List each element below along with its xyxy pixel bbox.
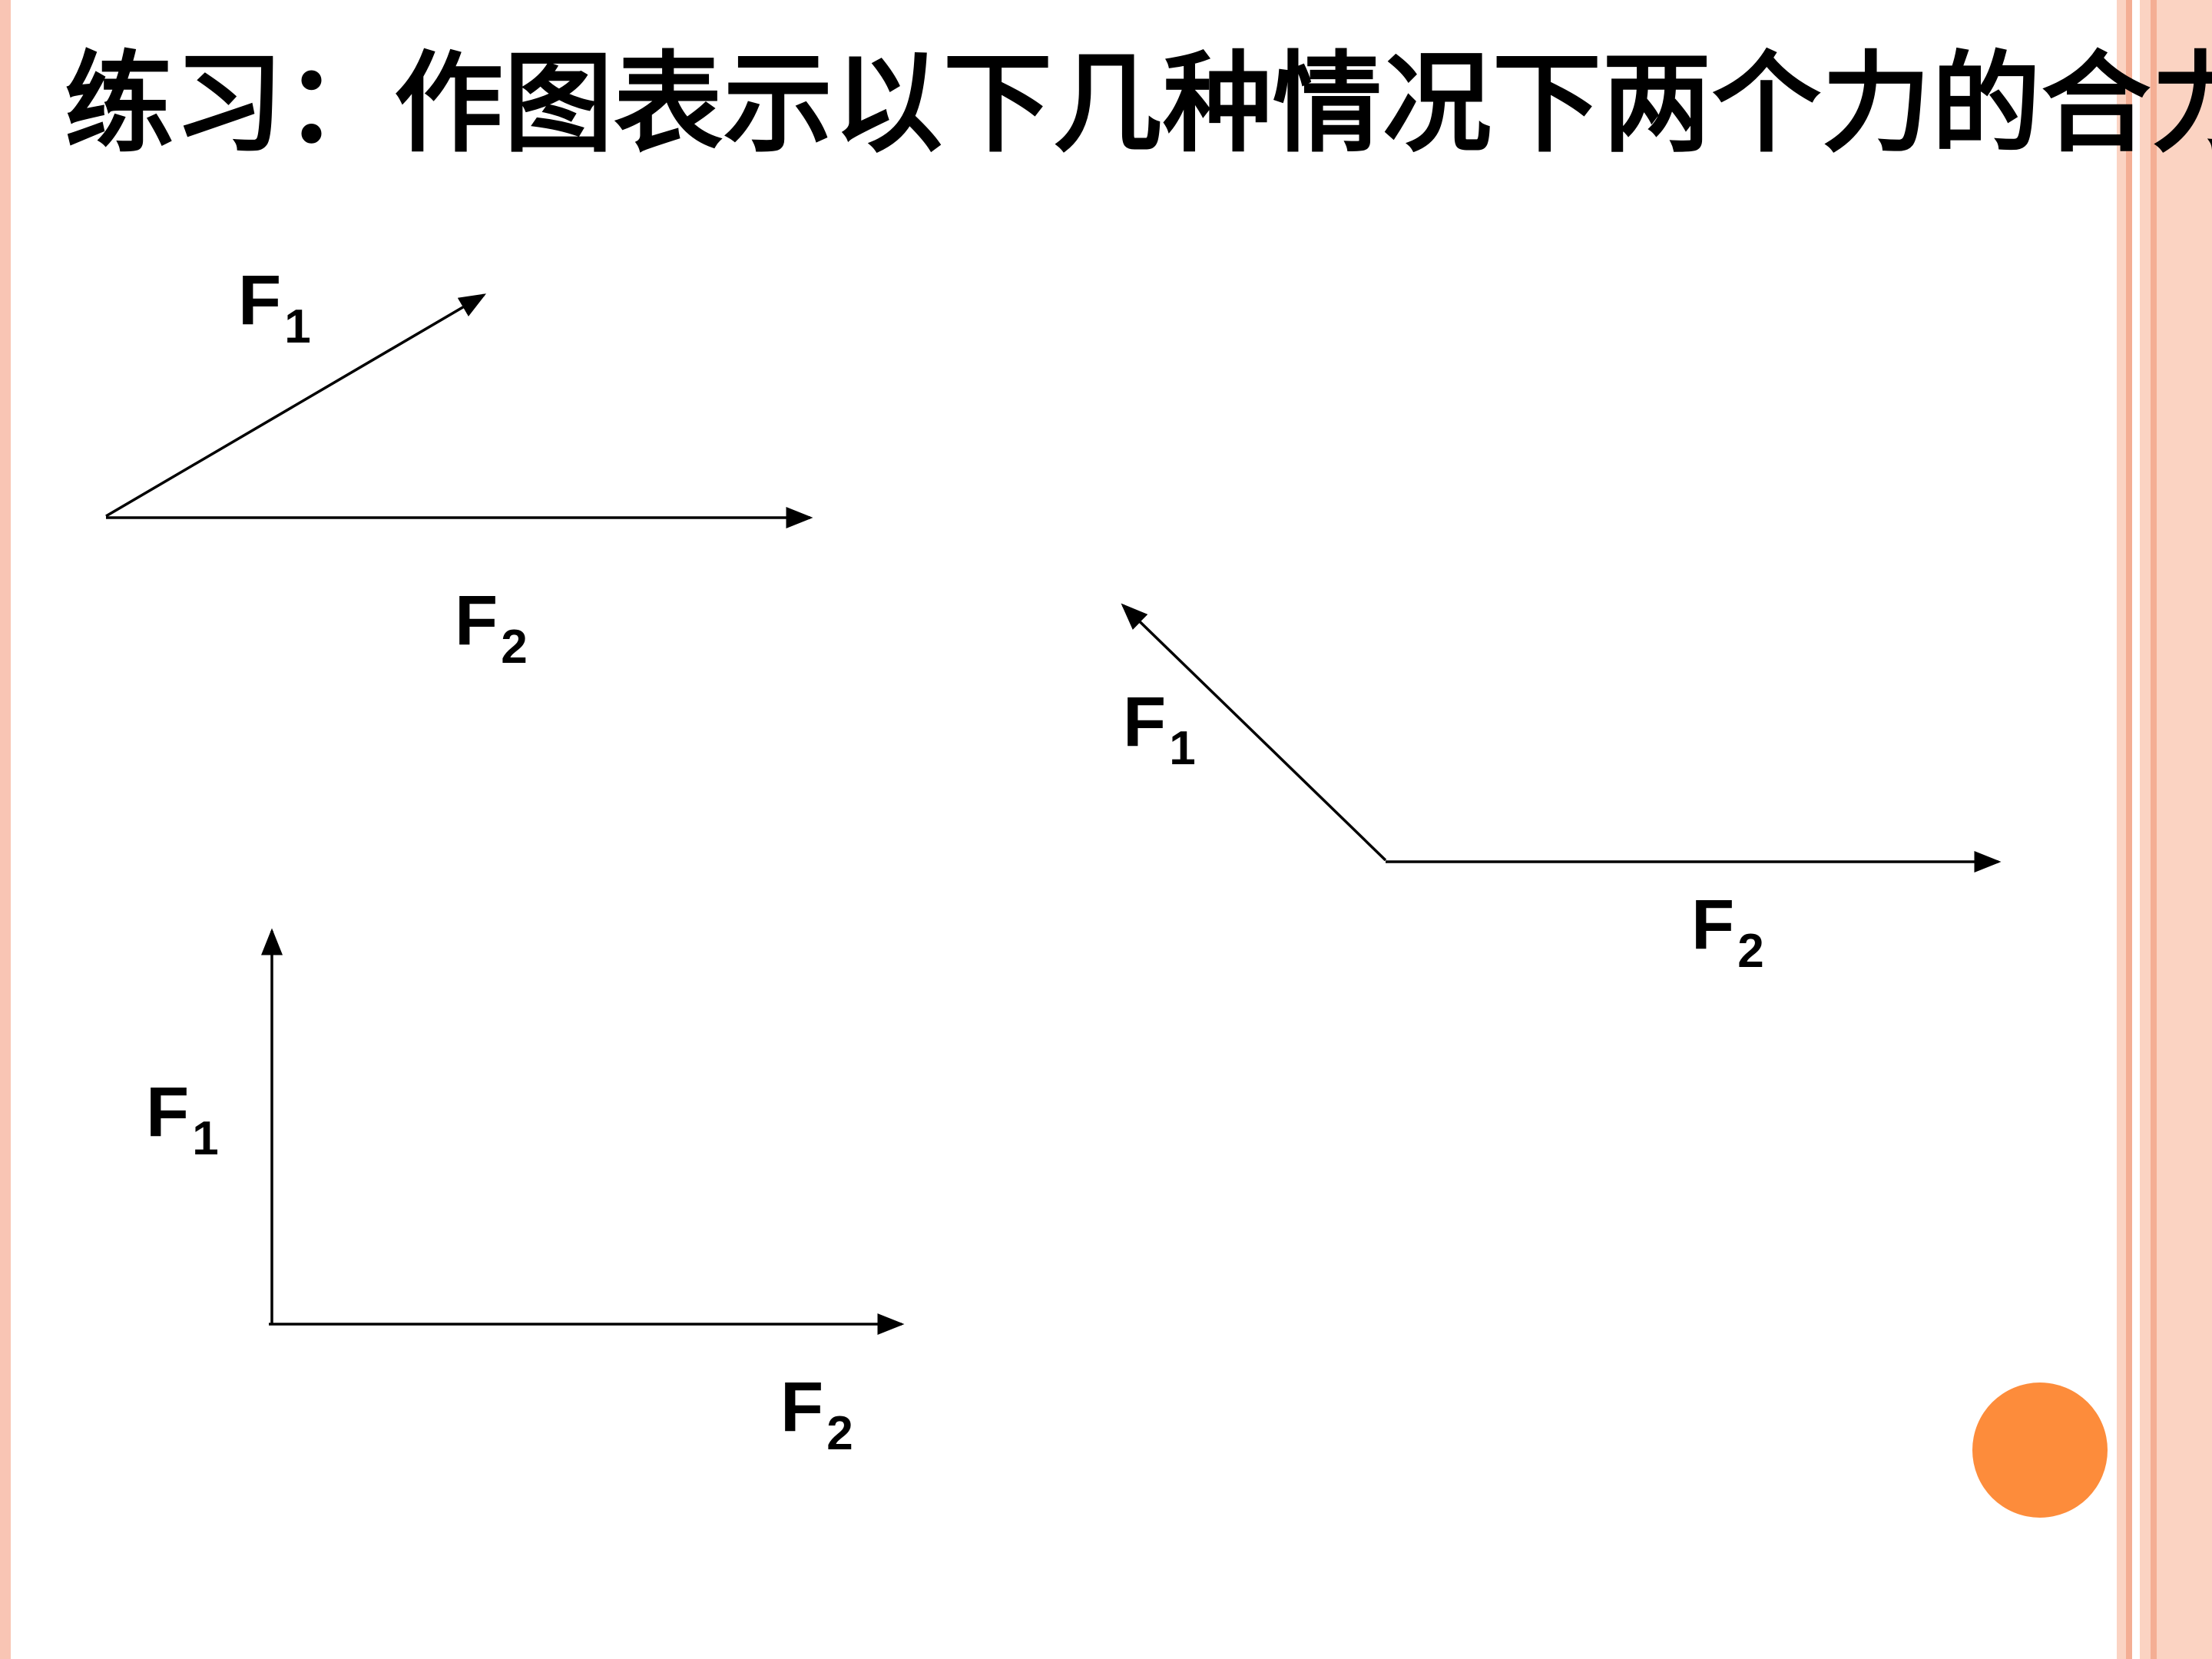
diagram-1-f2-label: F2: [455, 585, 528, 671]
diagram-3: [261, 928, 905, 1335]
diagram-2-f1-label: F1: [1123, 687, 1196, 773]
diagram-2-f2-label: F2: [1691, 889, 1764, 975]
diagram-2-f1-subscript: 1: [1169, 722, 1196, 775]
diagram-1-f1-vector: [105, 293, 487, 518]
left-border-stripe: [0, 0, 11, 1659]
diagram-3-f2-label: F2: [780, 1372, 853, 1458]
slide-title: 练习：作图表示以下几种情况下两个力的合力: [65, 41, 2212, 167]
diagram-3-f1-letter: F: [146, 1073, 190, 1151]
diagram-3-f1-label: F1: [146, 1077, 219, 1163]
diagram-1-f2-letter: F: [455, 581, 498, 660]
diagram-2: [1121, 603, 2002, 873]
accent-circle: [1972, 1382, 2108, 1518]
right-border-stripe-5: [2157, 0, 2212, 1659]
diagram-1-f1-letter: F: [238, 261, 282, 339]
diagram-2-f2-subscript: 2: [1737, 925, 1764, 978]
diagram-3-f2-letter: F: [780, 1368, 824, 1446]
right-border-stripe-4: [2151, 0, 2157, 1659]
diagram-2-f2-letter: F: [1691, 886, 1735, 964]
diagram-3-f1-subscript: 1: [192, 1112, 219, 1165]
right-border-stripe-3: [2140, 0, 2151, 1659]
diagram-2-f1-vector: [1121, 603, 1387, 862]
diagram-1-f2-subscript: 2: [501, 621, 528, 674]
diagram-3-f2-subscript: 2: [826, 1407, 853, 1460]
right-border-stripe-1: [2117, 0, 2126, 1659]
right-border-stripe-2: [2126, 0, 2132, 1659]
diagram-2-f1-letter: F: [1123, 683, 1167, 761]
diagram-1-f1-label: F1: [238, 265, 311, 351]
diagram-1: [105, 293, 813, 528]
diagram-1-f1-subscript: 1: [284, 300, 311, 353]
